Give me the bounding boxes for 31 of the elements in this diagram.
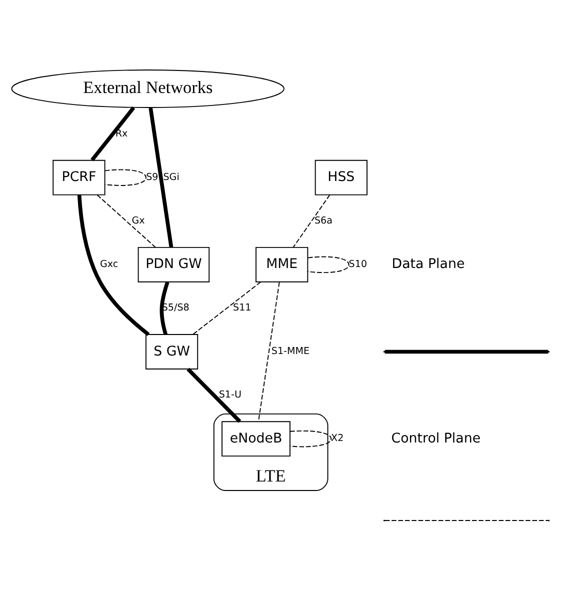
- edge-label: SGi: [163, 171, 180, 182]
- connector: [96, 194, 156, 248]
- connector: [186, 367, 242, 422]
- connector: [258, 281, 280, 422]
- node-ellipse: External Networks: [11, 69, 284, 108]
- connector: [292, 194, 330, 248]
- legend-label: Control Plane: [391, 430, 481, 446]
- connector: [192, 281, 262, 334]
- edge-label: Gx: [132, 215, 145, 226]
- node-box: eNodeB: [222, 420, 290, 456]
- node-box: MME: [256, 246, 308, 282]
- legend-label: Data Plane: [392, 256, 465, 272]
- node-box: PCRF: [52, 159, 106, 195]
- edge-label: S1-MME: [271, 346, 310, 357]
- edge-label: S1-U: [218, 389, 242, 400]
- edge-label: S11: [233, 302, 252, 314]
- edge-label: S9: [146, 171, 158, 182]
- connector: [160, 281, 170, 334]
- edge-label: Gxc: [100, 258, 118, 270]
- connector: [290, 430, 332, 447]
- connector: [307, 256, 350, 273]
- connector: [104, 168, 146, 186]
- edge-label: S10: [348, 258, 368, 270]
- node-box: PDN GW: [138, 246, 210, 282]
- connector: [77, 194, 150, 336]
- node-box: S GW: [145, 334, 198, 369]
- connector: [90, 106, 136, 161]
- node-box: HSS: [314, 159, 368, 195]
- connector: [148, 107, 174, 247]
- edge-label: S6a: [314, 215, 332, 226]
- edge-label: X2: [331, 432, 344, 444]
